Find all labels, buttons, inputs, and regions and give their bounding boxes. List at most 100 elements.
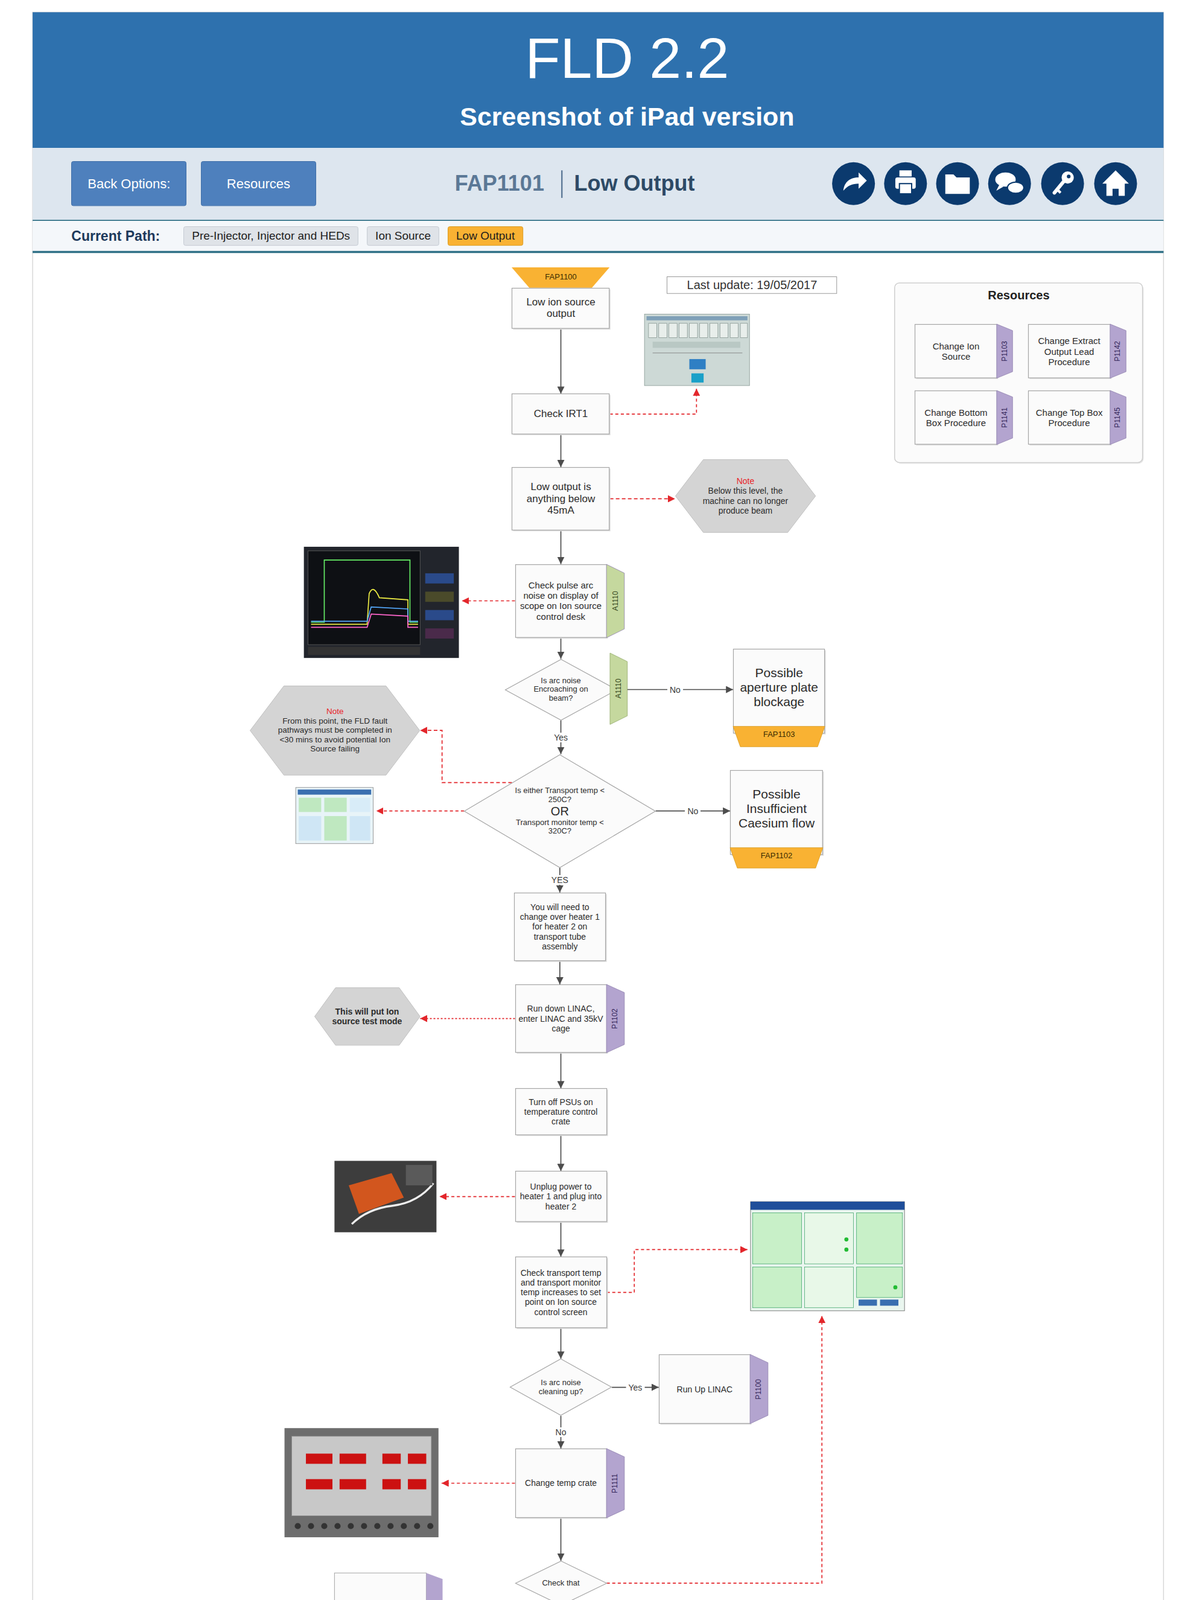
scope-photo: [425, 591, 454, 602]
heater-plug-photo: [348, 1172, 404, 1214]
reference-code: FAP1102: [760, 851, 793, 861]
text-block: Change temp crate: [518, 1477, 604, 1488]
process-box-text: Change temp crate: [518, 1477, 604, 1488]
cut-off-box: [334, 1572, 426, 1600]
ion-source-control-screenshot: [750, 1201, 905, 1210]
temp-crate-photo: [382, 1452, 401, 1464]
text-area: A1110: [609, 652, 628, 725]
resources-button-text: Resources: [226, 176, 291, 192]
temp-crate-photo: [400, 1522, 407, 1529]
toolbar-icons: [988, 162, 1032, 206]
info-hexagon: This will put Ion source test mode: [314, 987, 421, 1046]
irt1-screenshot: [691, 373, 704, 383]
tab-text-area: P1142: [1110, 324, 1126, 379]
page-subtitle: Screenshot of iPad version: [459, 103, 795, 132]
text-block: NoteFrom this point, the FLD fault pathw…: [275, 706, 395, 754]
tab-text-area: FAP1102: [730, 847, 823, 865]
temp-crate-photo: [360, 1522, 367, 1529]
heater-plug-photo: [351, 1183, 434, 1225]
irt1-screenshot: [652, 352, 743, 353]
process-box-text: Check transport temp and transport monit…: [518, 1267, 604, 1316]
flow-arrow: [560, 1327, 562, 1359]
process-box: Check pulse arc noise on display of scop…: [515, 564, 625, 638]
process-box-shape: [515, 1171, 607, 1222]
back-button-text: Back Options:: [87, 176, 171, 192]
temp-crate-photo: [347, 1522, 354, 1529]
picture-leader: [441, 1482, 516, 1484]
outcome-box-shape: [733, 648, 825, 733]
toolbar-band: [32, 221, 1164, 251]
flow-arrow: [560, 637, 562, 659]
scope-photo: [307, 550, 420, 645]
text-block: A1110: [614, 678, 623, 699]
temp-crate-photo: [320, 1522, 328, 1529]
text-block: Pre-Injector, Injector and HEDs: [191, 229, 350, 243]
resource-box-text: Change Top Box Procedure: [1031, 407, 1108, 429]
text-area: Unplug power to heater 1 and plug into h…: [515, 1170, 607, 1222]
scope-photo: [425, 628, 454, 639]
path-chip-current: Low Output: [447, 226, 524, 246]
text-block: Resources: [226, 176, 291, 192]
ion-source-control-screenshot: [844, 1236, 849, 1242]
resource-box-text: Change Ion Source: [918, 340, 994, 363]
note-hexagon-text: From this point, the FLD fault pathways …: [275, 716, 395, 754]
toolbar-icons: [936, 162, 980, 206]
toolbar-band: [32, 147, 1164, 221]
temp-crate-photo: [305, 1478, 333, 1490]
temp-crate-photo: [407, 1452, 426, 1464]
outcome-box-shape: [730, 847, 823, 868]
back-button-shape: [71, 161, 187, 206]
text-block: Check pulse arc noise on display of scop…: [518, 579, 604, 622]
temp-crate-photo: [413, 1522, 420, 1529]
text-area: FAP1100: [511, 267, 610, 288]
toolbar-band: [32, 219, 1164, 221]
reference-code: P1142: [1113, 340, 1123, 362]
process-box-shape: [749, 1353, 769, 1424]
text-block: Last update: 19/05/2017: [687, 278, 818, 293]
scope-photo: [304, 546, 460, 658]
decision-diamond-text: Check that: [535, 1578, 587, 1588]
text-block: Low output is anything below 45mA: [515, 480, 606, 517]
resource-box: Change Ion SourceP1103: [914, 324, 1013, 379]
temp-crate-photo: [294, 1522, 301, 1529]
header-band: [32, 12, 1164, 148]
tab-text-area: P1111: [606, 1448, 625, 1518]
process-box-shape: [515, 984, 607, 1052]
process-box-shape: [606, 1448, 625, 1518]
fault-title: Low Output: [574, 171, 696, 196]
irt1-screenshot: [699, 323, 708, 338]
flow-arrow: [560, 1221, 562, 1257]
reference-code: P1145: [1113, 407, 1123, 428]
temp-crate-photo: [307, 1522, 314, 1529]
temp-crate-photo: [382, 1478, 401, 1490]
ion-source-control-screenshot: [750, 1201, 905, 1311]
cut-off-box: [334, 1572, 443, 1600]
note-leader: [419, 1017, 515, 1020]
process-box-text: Check IRT1: [515, 407, 606, 420]
toolbar-band: [32, 147, 1164, 252]
tab-text-area: P1141: [997, 390, 1013, 445]
temp-crate-photo: [374, 1522, 381, 1529]
reference-code: P1102: [611, 1008, 620, 1029]
decision-diamond-text: Transport monitor temp < 320C?: [506, 817, 614, 836]
resource-box: Change Bottom Box ProcedureP1141: [914, 390, 1013, 445]
fault-code-tab-shape: [511, 267, 610, 288]
text-area: Is arc noise Encroaching on beam?: [529, 675, 593, 703]
outcome-box-shape: [733, 725, 825, 747]
header-band: [32, 12, 1164, 148]
resource-box: Change Top Box Procedure P1145: [1028, 390, 1126, 445]
process-box: Run down LINAC, enter LINAC and 35kV cag…: [515, 984, 625, 1053]
irt1-screenshot: [709, 323, 718, 338]
control-screen-thumbnail: [349, 797, 371, 813]
process-box: Low output is anything below 45mA: [511, 466, 610, 531]
decision-diamond-text: Is either Transport temp < 250C?: [506, 785, 614, 804]
path-label: Current Path:: [71, 228, 160, 244]
decision-diamond-text: Is arc noise Encroaching on beam?: [529, 675, 593, 703]
ion-source-control-screenshot: [752, 1266, 802, 1308]
ion-source-control-screenshot: [858, 1299, 877, 1306]
toolbar-icons: [899, 183, 912, 194]
text-block: Run down LINAC, enter LINAC and 35kV cag…: [518, 1003, 604, 1033]
